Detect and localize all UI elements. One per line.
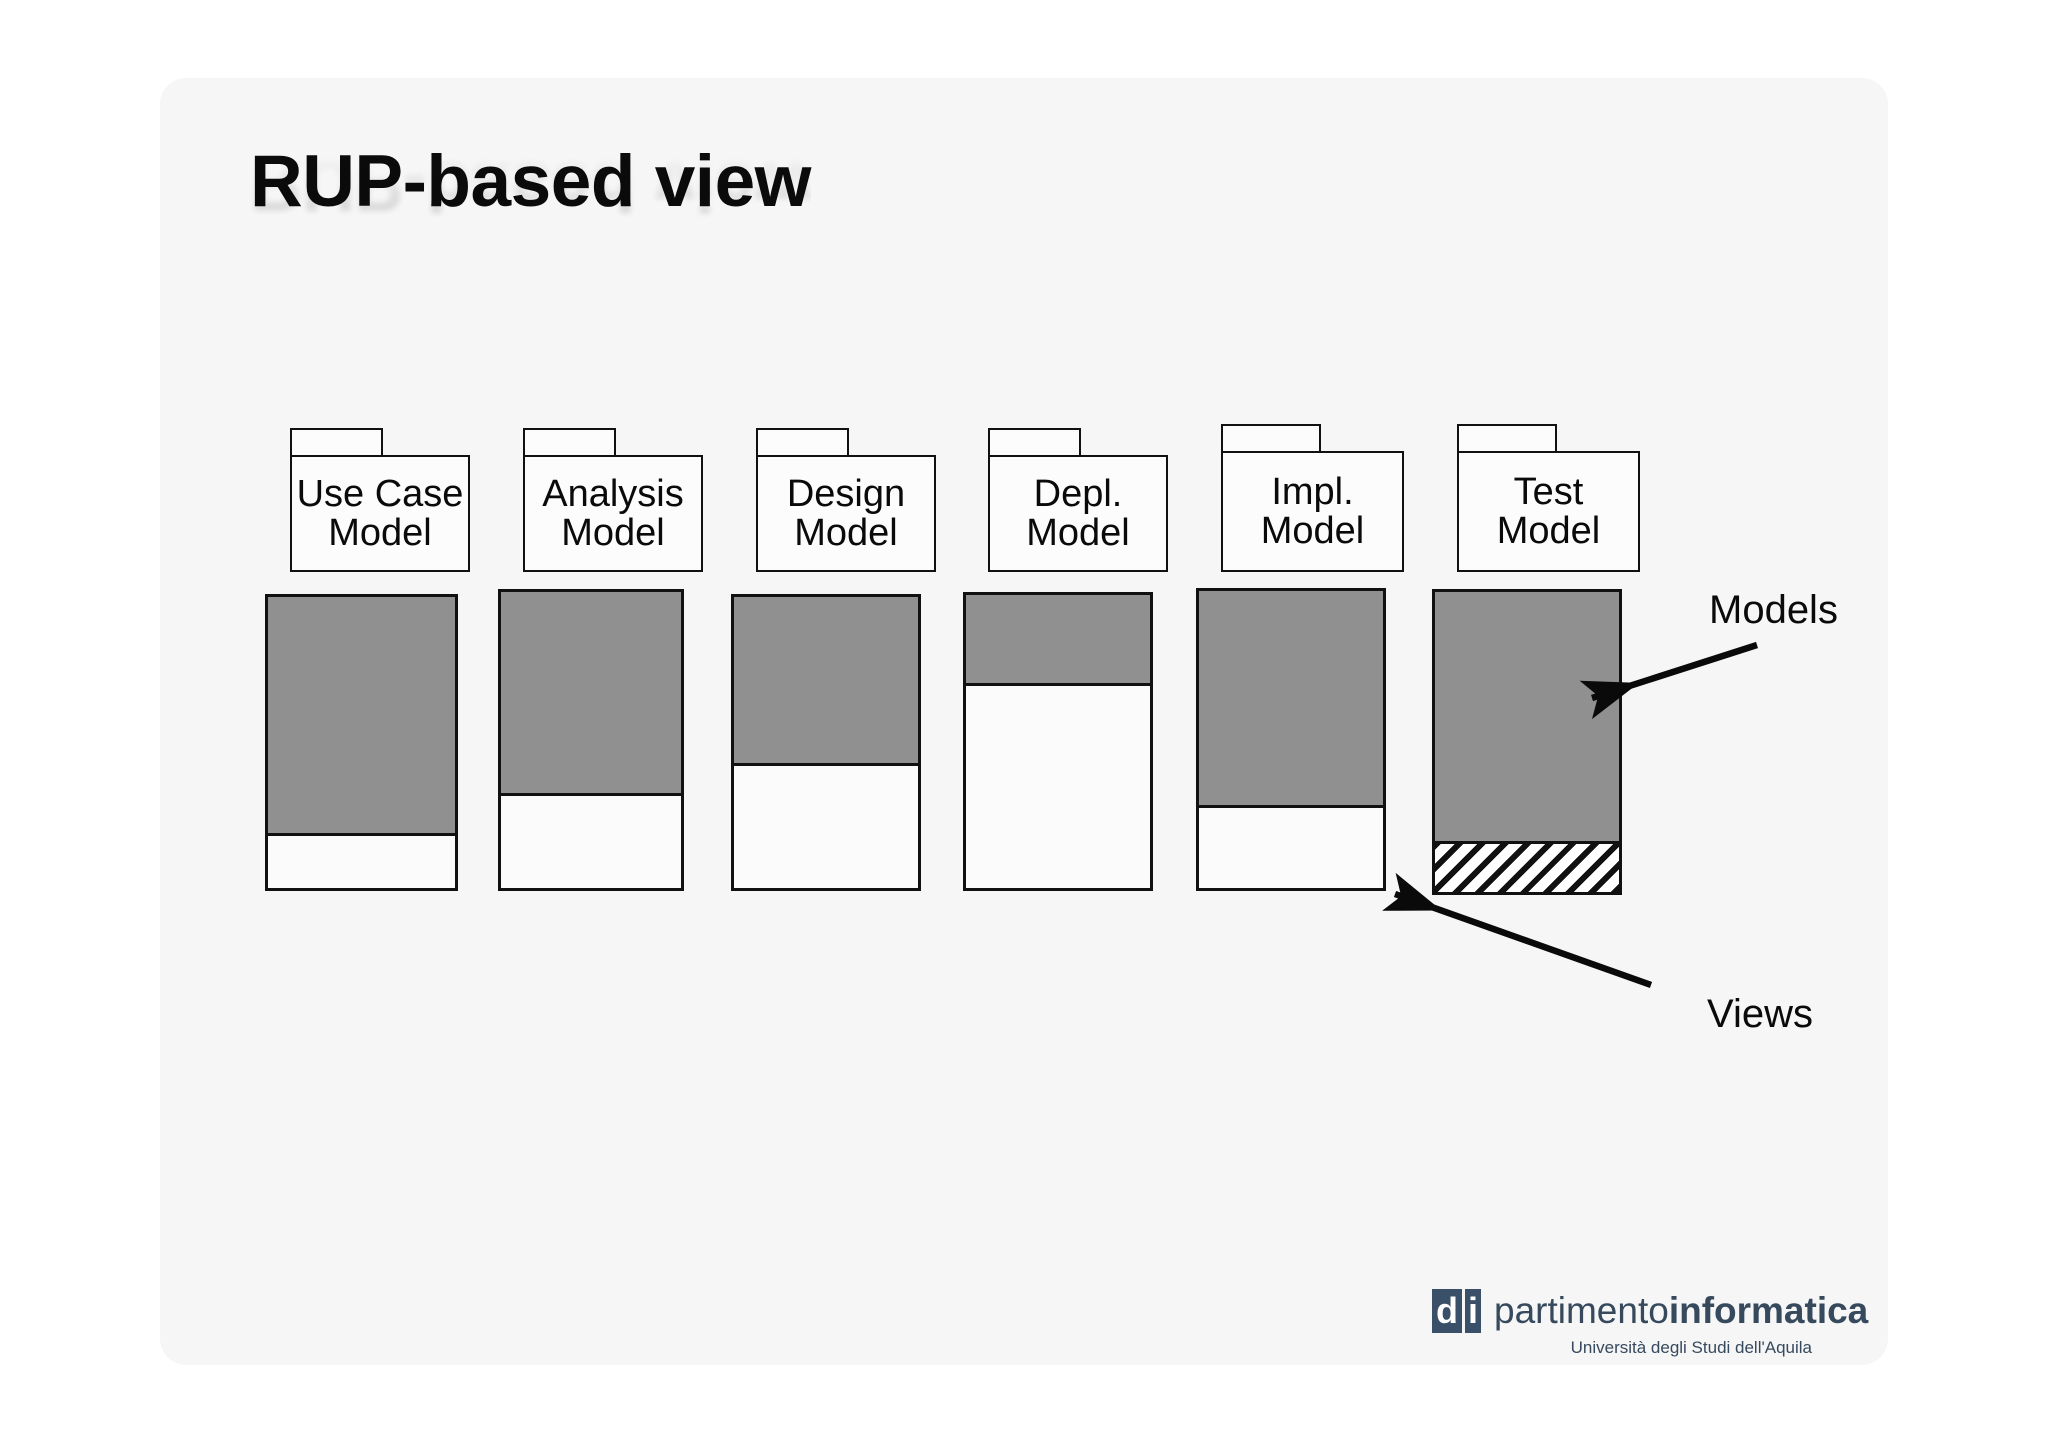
- bar-segment-models: [966, 595, 1150, 686]
- package-label: Analysis Model: [542, 472, 684, 554]
- package-tab-icon: [756, 428, 849, 455]
- logo-subtitle: Università degli Studi dell'Aquila: [1570, 1338, 1812, 1357]
- package-tab-icon: [988, 428, 1081, 455]
- package-body: Depl. Model: [988, 455, 1168, 572]
- package-label: Impl. Model: [1260, 470, 1365, 552]
- logo-mark-icon: d i: [1432, 1289, 1482, 1333]
- bar-segment-models: [1199, 591, 1383, 808]
- bar-segment-views-hatched: [1435, 844, 1619, 892]
- package-label: Design Model: [786, 472, 906, 554]
- annotation-label-models: Models: [1709, 588, 1838, 632]
- package-body: Use Case Model: [290, 455, 470, 572]
- package-body: Design Model: [756, 455, 936, 572]
- bar-segment-models: [501, 592, 681, 797]
- logo-wordmark: partimentoinformatica: [1494, 1288, 1868, 1334]
- package-tab-icon: [290, 428, 383, 455]
- package-label: Use Case Model: [296, 472, 464, 554]
- bar-implementation-model[interactable]: [1196, 588, 1386, 891]
- title-block: RUP-based view RUP-based view: [250, 141, 1450, 325]
- bar-deployment-model[interactable]: [963, 592, 1153, 891]
- package-tab-icon: [523, 428, 616, 455]
- logo-letter-d: d: [1432, 1289, 1462, 1333]
- bar-design-model[interactable]: [731, 594, 921, 891]
- bar-use-case-model[interactable]: [265, 594, 458, 891]
- department-logo: d i partimentoinformatica Università deg…: [1432, 1288, 1868, 1358]
- package-use-case-model[interactable]: Use Case Model: [290, 428, 470, 572]
- annotation-label-views: Views: [1707, 992, 1813, 1036]
- bar-test-model[interactable]: [1432, 589, 1622, 895]
- bar-segment-models: [1435, 592, 1619, 844]
- package-analysis-model[interactable]: Analysis Model: [523, 428, 703, 572]
- bar-analysis-model[interactable]: [498, 589, 684, 891]
- package-tab-icon: [1457, 424, 1557, 451]
- package-tab-icon: [1221, 424, 1321, 451]
- package-test-model[interactable]: Test Model: [1457, 424, 1640, 572]
- logo-letter-i: i: [1465, 1289, 1482, 1333]
- package-deployment-model[interactable]: Depl. Model: [988, 428, 1168, 572]
- logo-word-light: partimento: [1494, 1290, 1669, 1331]
- views-arrow: [1382, 872, 1653, 989]
- package-body: Test Model: [1457, 451, 1640, 572]
- bar-segment-models: [734, 597, 918, 766]
- package-label: Test Model: [1496, 470, 1601, 552]
- package-body: Impl. Model: [1221, 451, 1404, 572]
- page-title: RUP-based view: [250, 141, 811, 222]
- bar-segment-models: [268, 597, 455, 836]
- package-implementation-model[interactable]: Impl. Model: [1221, 424, 1404, 572]
- package-label: Depl. Model: [1026, 472, 1130, 554]
- package-body: Analysis Model: [523, 455, 703, 572]
- logo-word-bold: informatica: [1668, 1290, 1869, 1331]
- package-design-model[interactable]: Design Model: [756, 428, 936, 572]
